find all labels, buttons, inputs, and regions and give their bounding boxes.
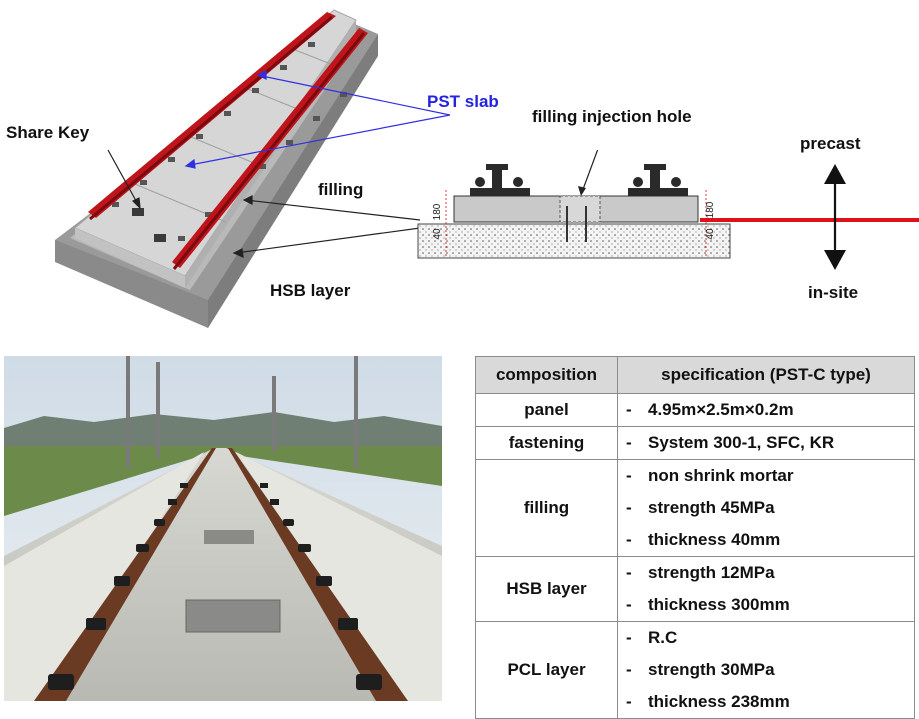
- table-row: HSB layer -strength 12MPa -thickness 300…: [475, 556, 915, 622]
- access-plate: [204, 530, 254, 544]
- specification-table: composition specification (PST-C type) p…: [475, 356, 915, 719]
- pst-slab-front: [75, 228, 185, 288]
- spec-line: -R.C: [626, 628, 678, 647]
- table-row: PCL layer -R.C -strength 30MPa -thicknes…: [475, 621, 915, 719]
- field: [4, 446, 442, 516]
- photo-rail-left: [34, 448, 216, 701]
- composition-cell: panel: [475, 393, 618, 427]
- rail-fastener-right: [628, 164, 688, 196]
- header-specification: specification (PST-C type): [617, 356, 915, 394]
- dim-180-left: 180: [432, 203, 443, 220]
- composition-cell: fastening: [475, 426, 618, 460]
- table-row: panel -4.95m×2.5m×0.2m: [475, 393, 915, 427]
- share-key-mark: [132, 208, 144, 216]
- dim-180-right: 180: [705, 201, 716, 218]
- composition-cell: HSB layer: [475, 556, 618, 622]
- spec-line: -thickness 238mm: [626, 692, 790, 711]
- hsb-layer-base-side: [208, 34, 378, 328]
- pst-slab-label: PST slab: [427, 92, 499, 111]
- access-plate: [185, 599, 281, 633]
- slab-track-3d-illustration: [55, 9, 451, 328]
- hsb-layer-base-front: [55, 240, 208, 328]
- header-composition: composition: [475, 356, 618, 394]
- dim-40-right: 40: [705, 228, 716, 240]
- photo-rail-right: [228, 448, 408, 701]
- pst-slab-arrows: [184, 70, 451, 169]
- leader-arrows: [107, 149, 421, 258]
- track-photo: [4, 356, 442, 701]
- cross-section-drawing: 180 40 180 40: [417, 150, 919, 270]
- share-key-mark: [154, 234, 166, 242]
- mountains: [4, 412, 442, 456]
- filling-label: filling: [318, 180, 364, 199]
- composition-cell: filling: [475, 459, 618, 557]
- in-site-label: in-site: [808, 283, 859, 302]
- spec-line: -thickness 300mm: [626, 595, 790, 614]
- spec-line: -strength 30MPa: [626, 660, 775, 679]
- table-row: fastening -System 300-1, SFC, KR: [475, 426, 915, 460]
- table-row: filling -non shrink mortar -strength 45M…: [475, 459, 915, 557]
- spec-line: -non shrink mortar: [626, 466, 794, 485]
- spec-line: -4.95m×2.5m×0.2m: [626, 400, 794, 419]
- rail-fastener-left: [470, 164, 530, 196]
- photo-fasteners: [48, 483, 382, 690]
- filling-injection-hole-label: filling injection hole: [532, 107, 692, 126]
- share-key-label: Share Key: [6, 123, 90, 142]
- dim-40-left: 40: [432, 228, 443, 240]
- spec-line: -strength 45MPa: [626, 498, 775, 517]
- catenary-poles: [126, 356, 358, 468]
- composition-cell: PCL layer: [475, 621, 618, 719]
- precast-label: precast: [800, 134, 861, 153]
- hsb-layer-label: HSB layer: [270, 281, 351, 300]
- table-header-row: composition specification (PST-C type): [475, 356, 915, 394]
- spec-line: -thickness 40mm: [626, 530, 781, 549]
- spec-line: -strength 12MPa: [626, 563, 775, 582]
- spec-line: -System 300-1, SFC, KR: [626, 433, 835, 452]
